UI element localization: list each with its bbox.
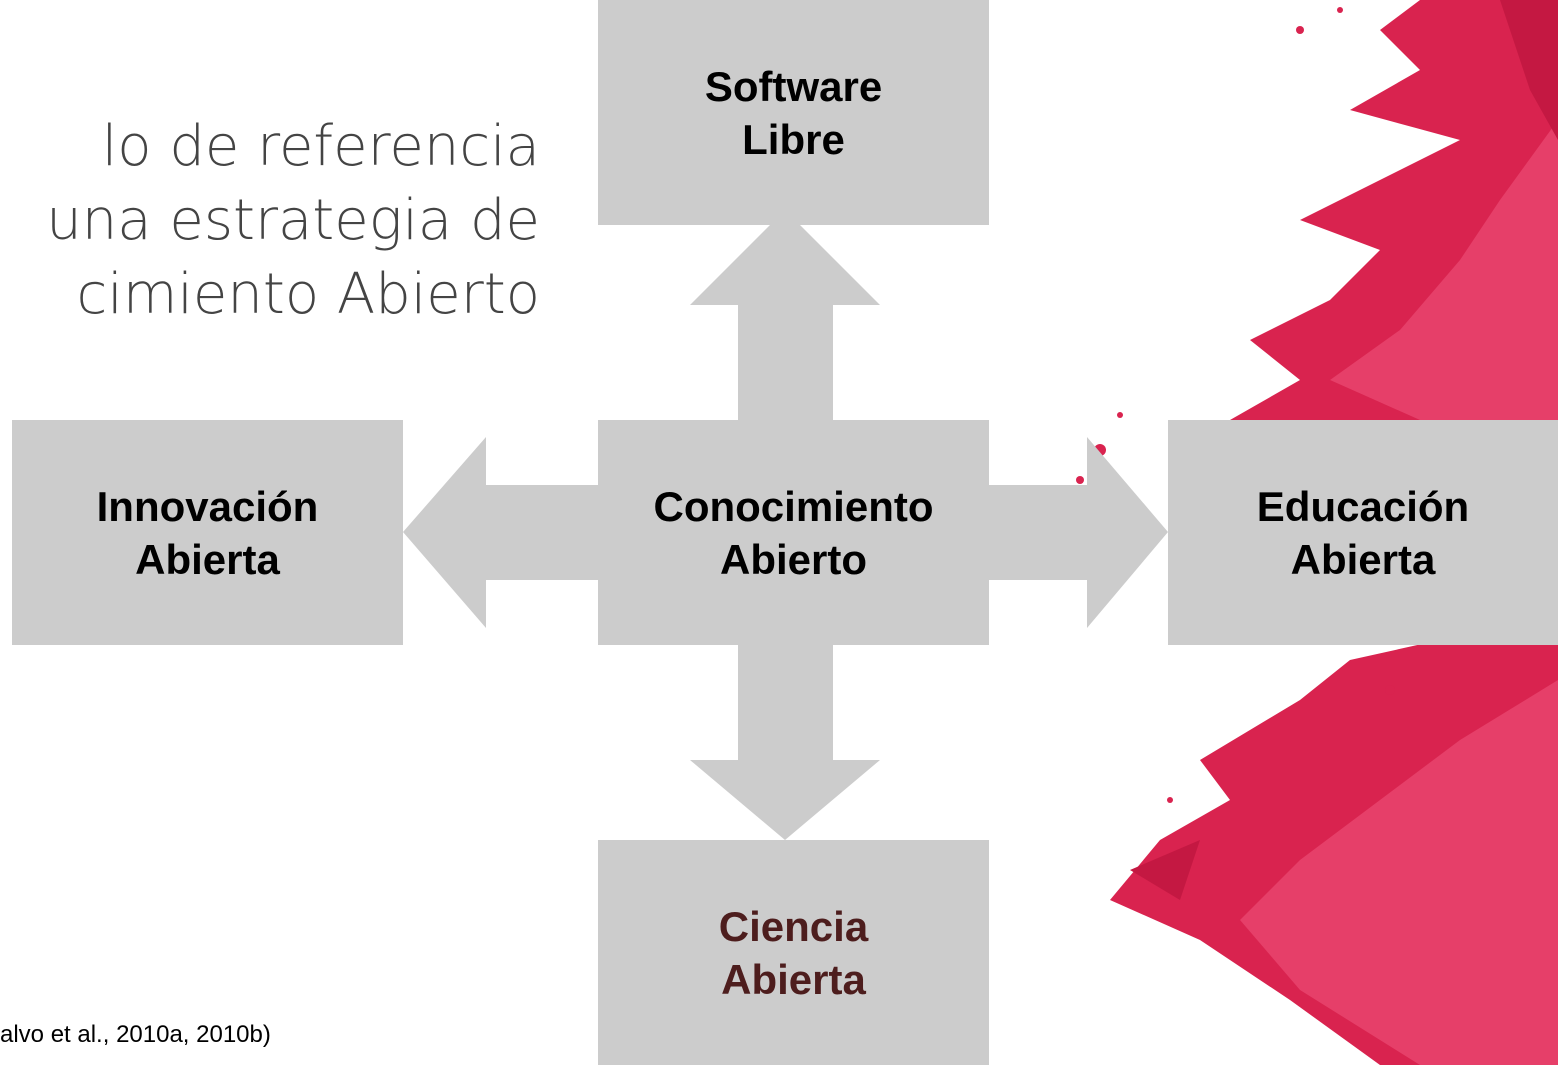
node-educacion-abierta: Educación Abierta [1168,420,1558,645]
arrow-up [690,210,880,420]
node-software-libre: Software Libre [598,0,989,225]
arrow-down [690,645,880,840]
node-conocimiento-abierto-label: Conocimiento Abierto [653,482,934,583]
node-educacion-abierta-label: Educación Abierta [1256,482,1470,583]
title-line-3: cimiento Abierto [76,262,540,327]
arrow-left [403,437,598,628]
title-line-1: lo de referencia [101,114,540,179]
title-line-2: una estrategia de [46,188,540,253]
node-ciencia-abierta-label: Ciencia Abierta [718,902,869,1003]
node-innovacion-abierta: Innovación Abierta [12,420,403,645]
node-software-libre-label: Software Libre [704,62,883,163]
slide-title: lo de referencia una estrategia de cimie… [0,110,540,332]
node-ciencia-abierta: Ciencia Abierta [598,840,989,1065]
node-conocimiento-abierto: Conocimiento Abierto [598,420,989,645]
citation-text: alvo et al., 2010a, 2010b) [0,1021,271,1048]
arrow-right [989,437,1168,628]
node-innovacion-abierta-label: Innovación Abierta [96,482,319,583]
